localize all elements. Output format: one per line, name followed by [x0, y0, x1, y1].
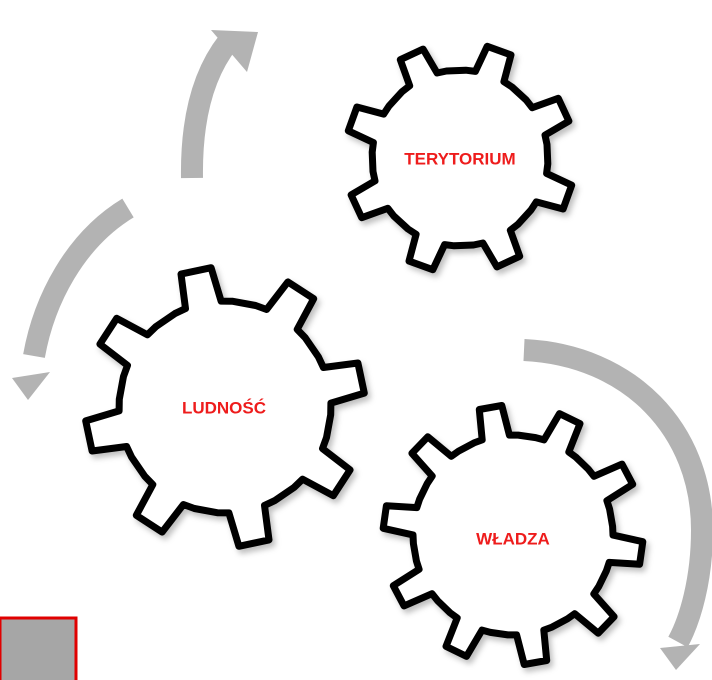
arrow-top-left-shaft	[180, 35, 237, 179]
arrow-left	[12, 198, 134, 400]
arrow-top-left	[180, 30, 258, 179]
arrow-right-head	[660, 644, 700, 670]
arrow-left-head	[12, 372, 50, 400]
gear-wladza: WŁADZA	[379, 402, 647, 668]
gear-ludnosc-label: LUDNOŚĆ	[182, 398, 266, 417]
corner-box	[0, 616, 78, 680]
arrow-right	[523, 339, 712, 670]
gear-ludnosc: LUDNOŚĆ	[82, 264, 368, 550]
gear-ludnosc-shape	[82, 264, 368, 550]
arrow-right-shaft	[523, 339, 712, 648]
arrow-left-shaft	[23, 198, 134, 359]
gear-wladza-shape	[379, 402, 647, 668]
arrow-top-left-head	[211, 30, 258, 72]
gear-terytorium-shape	[344, 42, 576, 274]
gear-terytorium: TERYTORIUM	[344, 42, 576, 274]
gear-wladza-label: WŁADZA	[476, 529, 550, 548]
gear-terytorium-label: TERYTORIUM	[404, 149, 515, 168]
